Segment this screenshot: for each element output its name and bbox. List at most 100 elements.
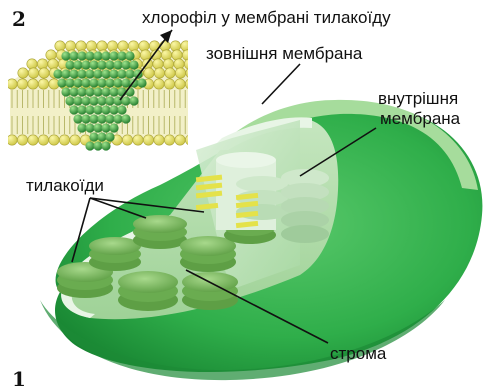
protein-subunit <box>93 51 102 60</box>
lipid-head <box>27 59 37 69</box>
protein-subunit <box>93 105 102 114</box>
protein-subunit <box>77 69 86 78</box>
protein-subunit <box>57 78 66 87</box>
label-inner-membrane-line2: мембрана <box>380 109 461 128</box>
lipid-head <box>46 50 56 60</box>
protein-subunit <box>93 123 102 132</box>
lipid-head <box>163 59 173 69</box>
granum-3 <box>89 237 141 271</box>
protein-subunit <box>69 51 78 60</box>
lipid-head <box>165 68 175 78</box>
protein-subunit <box>109 105 118 114</box>
protein-subunit <box>89 114 98 123</box>
protein-subunit <box>117 69 126 78</box>
protein-subunit <box>77 123 86 132</box>
protein-subunit <box>73 60 82 69</box>
lipid-head <box>139 41 149 51</box>
granum-2 <box>118 271 178 311</box>
protein-subunit <box>137 78 146 87</box>
lipid-head <box>154 135 164 145</box>
protein-subunit <box>105 96 114 105</box>
protein-subunit <box>93 141 102 150</box>
lipid-head <box>28 135 38 145</box>
protein-subunit <box>93 69 102 78</box>
protein-subunit <box>109 69 118 78</box>
protein-subunit <box>117 105 126 114</box>
label-thylakoids: тилакоїди <box>26 176 104 195</box>
protein-subunit <box>105 132 114 141</box>
protein-subunit <box>113 78 122 87</box>
protein-subunit <box>93 87 102 96</box>
protein-subunit <box>97 78 106 87</box>
lipid-head <box>170 41 180 51</box>
lipid-head <box>175 135 185 145</box>
granum-4 <box>133 215 187 249</box>
leader-outer-membrane <box>262 64 300 104</box>
protein-subunit <box>81 96 90 105</box>
granum-6 <box>182 272 238 310</box>
protein-subunit <box>61 51 70 60</box>
lipid-head <box>65 41 75 51</box>
protein-subunit <box>81 60 90 69</box>
lipid-head <box>144 68 154 78</box>
protein-subunit <box>61 87 70 96</box>
protein-subunit <box>97 96 106 105</box>
lipid-head <box>184 59 194 69</box>
protein-subunit <box>73 96 82 105</box>
lipid-head <box>164 79 174 89</box>
protein-subunit <box>121 114 130 123</box>
lipid-head <box>185 135 195 145</box>
protein-subunit <box>73 114 82 123</box>
lipid-head <box>175 68 185 78</box>
lipid-head <box>160 41 170 51</box>
panel-number-top: 2 <box>12 7 26 31</box>
protein-subunit <box>69 87 78 96</box>
lipid-head <box>18 68 28 78</box>
protein-subunit <box>109 51 118 60</box>
granum-5 <box>180 236 236 272</box>
lipid-head <box>70 135 80 145</box>
protein-subunit <box>101 105 110 114</box>
protein-subunit <box>85 141 94 150</box>
lipid-head <box>7 135 17 145</box>
lipid-head <box>153 59 163 69</box>
lipid-head <box>164 135 174 145</box>
protein-subunit <box>125 69 134 78</box>
protein-subunit <box>65 96 74 105</box>
panel-number-bottom: 1 <box>12 367 26 390</box>
lipid-head <box>107 41 117 51</box>
protein-subunit <box>89 96 98 105</box>
protein-subunit <box>101 141 110 150</box>
lipid-head <box>118 41 128 51</box>
lipid-head <box>172 50 182 60</box>
lipid-head <box>140 50 150 60</box>
lipid-head <box>28 68 38 78</box>
lipid-head <box>76 41 86 51</box>
protein-subunit <box>73 78 82 87</box>
protein-subunit <box>77 105 86 114</box>
label-stroma: строма <box>330 344 387 363</box>
lipid-head <box>154 68 164 78</box>
lipid-head <box>49 135 59 145</box>
label-inner-membrane-line1: внутрішня <box>378 89 458 108</box>
lipid-head <box>186 68 196 78</box>
lipid-head <box>143 135 153 145</box>
lipid-head <box>39 68 49 78</box>
protein-subunit <box>81 114 90 123</box>
protein-subunit <box>101 123 110 132</box>
lipid-head <box>128 41 138 51</box>
lipid-head <box>122 135 132 145</box>
lipid-head <box>181 41 191 51</box>
protein-subunit <box>85 51 94 60</box>
protein-subunit <box>85 87 94 96</box>
lipid-head <box>48 59 58 69</box>
protein-subunit <box>65 78 74 87</box>
lipid-head <box>17 135 27 145</box>
protein-subunit <box>121 60 130 69</box>
protein-subunit <box>97 60 106 69</box>
lipid-head <box>55 41 65 51</box>
protein-subunit <box>85 105 94 114</box>
protein-subunit <box>97 132 106 141</box>
protein-subunit <box>81 78 90 87</box>
